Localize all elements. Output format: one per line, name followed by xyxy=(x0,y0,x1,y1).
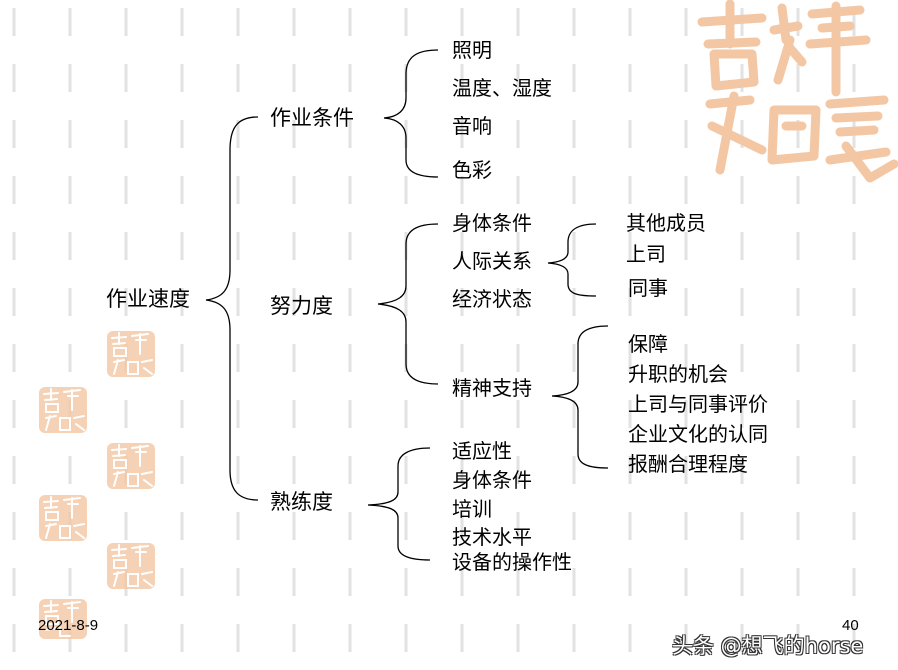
leaf-temperature-humidity: 温度、湿度 xyxy=(452,76,552,100)
leaf-adaptability: 适应性 xyxy=(452,439,512,463)
small-seal-logo xyxy=(107,443,155,489)
leaf-skill-level: 技术水平 xyxy=(452,525,532,549)
small-seal-logo xyxy=(107,543,155,589)
small-seal-logo xyxy=(39,495,87,541)
root-brace xyxy=(205,116,259,501)
leaf-body-condition-2: 身体条件 xyxy=(452,468,532,492)
leaf-color: 色彩 xyxy=(452,158,492,182)
watermark: 头条 @想飞的horse xyxy=(672,634,864,658)
brace-spiritual xyxy=(551,325,609,469)
sub-colleague: 同事 xyxy=(628,276,668,300)
small-seal-logo xyxy=(107,331,155,377)
branch-proficiency: 熟练度 xyxy=(270,490,333,514)
brace-effort xyxy=(377,223,439,385)
brace-relations xyxy=(547,223,597,297)
large-seal-logo xyxy=(697,0,898,183)
leaf-economic-status: 经济状态 xyxy=(452,287,532,311)
small-seal-logo xyxy=(39,599,87,639)
brace-proficiency xyxy=(367,447,431,561)
sub-culture: 企业文化的认同 xyxy=(628,422,768,446)
sub-reward: 报酬合理程度 xyxy=(628,452,748,476)
root-node: 作业速度 xyxy=(106,287,190,311)
leaf-equipment-operability: 设备的操作性 xyxy=(452,550,572,574)
footer-date: 2021-8-9 xyxy=(38,617,99,634)
sub-evaluation: 上司与同事评价 xyxy=(628,392,768,416)
leaf-sound: 音响 xyxy=(452,114,492,138)
leaf-training: 培训 xyxy=(452,497,492,521)
branch-effort: 努力度 xyxy=(270,294,333,318)
sub-other-members: 其他成员 xyxy=(626,211,706,235)
sub-superior: 上司 xyxy=(626,242,666,266)
leaf-body-condition: 身体条件 xyxy=(452,211,532,235)
brace-work-conditions xyxy=(383,49,439,178)
page-number: 40 xyxy=(842,617,859,634)
leaf-interpersonal: 人际关系 xyxy=(452,249,532,273)
sub-security: 保障 xyxy=(628,332,668,356)
leaf-lighting: 照明 xyxy=(452,38,492,62)
small-seal-logo xyxy=(39,387,87,433)
leaf-spiritual-support: 精神支持 xyxy=(452,376,532,400)
branch-work-conditions: 作业条件 xyxy=(270,106,354,130)
sub-promotion: 升职的机会 xyxy=(628,362,728,386)
